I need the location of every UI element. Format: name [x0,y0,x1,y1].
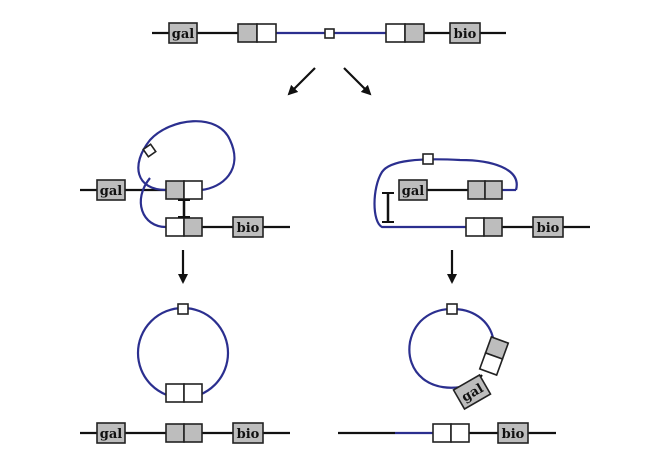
bio-marker: bio [449,22,481,44]
right-excision-product: gal bio [338,303,556,444]
phage-marker-square [422,153,434,165]
phage-att-site [165,383,203,403]
gal-label: gal [402,184,425,199]
gal-label: gal [100,184,123,199]
att-left-site [467,180,503,200]
arrow-down-left [287,67,316,96]
bio-marker: bio [497,422,529,444]
recombination-crossover [178,199,190,218]
bio-marker: bio [232,422,264,444]
phage-marker-square [446,303,458,315]
gal-label: gal [172,27,195,42]
phage-marker-square [142,143,157,158]
gal-marker: gal [96,179,126,201]
att-left-site [165,180,203,200]
recombination-crossover [382,192,394,223]
gal-label: gal [100,427,123,442]
top-integrated-prophage: gal bio [152,22,506,44]
att-site-pair [478,335,510,377]
gal-marker: gal [452,373,492,411]
gal-marker: gal [96,422,126,444]
bio-label: bio [502,427,525,442]
att-right-site [385,23,425,43]
bacterial-att-site [165,423,203,443]
bio-marker: bio [232,216,264,238]
left-loop-synapsis: gal bio [80,120,290,238]
bio-label: bio [237,221,260,236]
right-loop-synapsis: gal bio [373,153,590,238]
gal-marker: gal [168,22,198,44]
bio-label: bio [454,27,477,42]
att-left-site [237,23,277,43]
phage-marker-square [177,303,189,315]
gal-marker: gal [398,179,428,201]
att-right-site [465,217,503,237]
bio-label: bio [237,427,260,442]
arrow-down-right [343,67,372,96]
att-right-site [165,217,203,237]
bio-marker: bio [532,216,564,238]
bio-label: bio [537,221,560,236]
left-excision-product: gal bio [80,303,290,444]
hybrid-att-site [432,423,470,443]
phage-marker-square [324,28,335,39]
